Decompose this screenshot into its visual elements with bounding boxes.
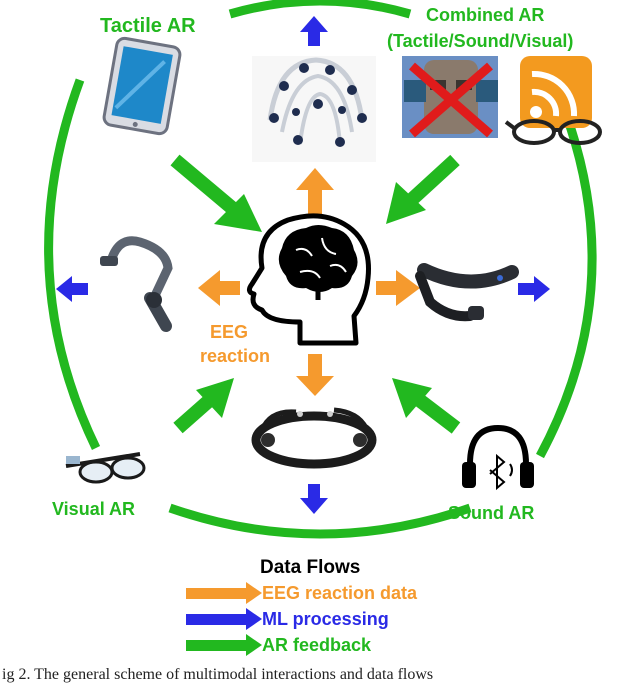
ml-arrow-up bbox=[300, 16, 328, 46]
ar-feedback-arrow-top-left bbox=[170, 154, 262, 232]
ml-arrow-left bbox=[56, 276, 88, 302]
tactile-ar-label: Tactile AR bbox=[100, 15, 196, 37]
legend-label-ml: ML processing bbox=[262, 609, 389, 629]
legend-title: Data Flows bbox=[260, 557, 361, 578]
ar-feedback-arc-left bbox=[44, 78, 101, 450]
figure-caption: ig 2. The general scheme of multimodal i… bbox=[2, 666, 434, 683]
eeg-label: EEG bbox=[210, 322, 249, 342]
eeg-arrow-down bbox=[296, 354, 334, 396]
combined-ar-sublabel: (Tactile/Sound/Visual) bbox=[387, 31, 574, 51]
ar-feedback-arrow-bottom-right bbox=[392, 378, 461, 434]
legend-swatch-eeg bbox=[186, 582, 262, 604]
legend-swatch-ar bbox=[186, 634, 262, 656]
combined-ar-label: Combined AR bbox=[426, 5, 545, 25]
eeg-arrow-left bbox=[198, 270, 240, 306]
ar-feedback-arrow-top-right bbox=[386, 154, 460, 224]
sound-ar-label: Sound AR bbox=[448, 503, 535, 523]
eeg-cap-icon bbox=[252, 56, 376, 162]
eeg-headband-icon bbox=[100, 236, 173, 332]
ar-feedback-arc-top bbox=[228, 0, 412, 19]
tablet-icon bbox=[102, 36, 182, 136]
legend-label-ar: AR feedback bbox=[262, 635, 372, 655]
eeg-arrow-up bbox=[296, 168, 334, 216]
legend-swatch-ml bbox=[186, 608, 262, 630]
ar-feedback-arc-bottom bbox=[168, 503, 472, 539]
legend-label-eeg: EEG reaction data bbox=[262, 583, 418, 603]
rss-glasses-icon bbox=[504, 56, 602, 145]
ml-arrow-right bbox=[518, 276, 550, 302]
eeg-arrow-right bbox=[376, 270, 420, 306]
head-brain-icon bbox=[246, 213, 371, 346]
emotiv-headset-icon bbox=[251, 407, 377, 469]
eeg-reaction-label: reaction bbox=[200, 346, 271, 366]
visual-ar-label: Visual AR bbox=[52, 499, 136, 519]
neckband-headset-icon bbox=[415, 263, 519, 322]
bluetooth-headphones-icon bbox=[462, 424, 534, 491]
crossed-face-icon bbox=[402, 56, 498, 138]
ml-arrow-down bbox=[300, 484, 328, 514]
smart-glasses-icon bbox=[65, 452, 146, 484]
ar-feedback-arrow-bottom-left bbox=[173, 378, 234, 434]
